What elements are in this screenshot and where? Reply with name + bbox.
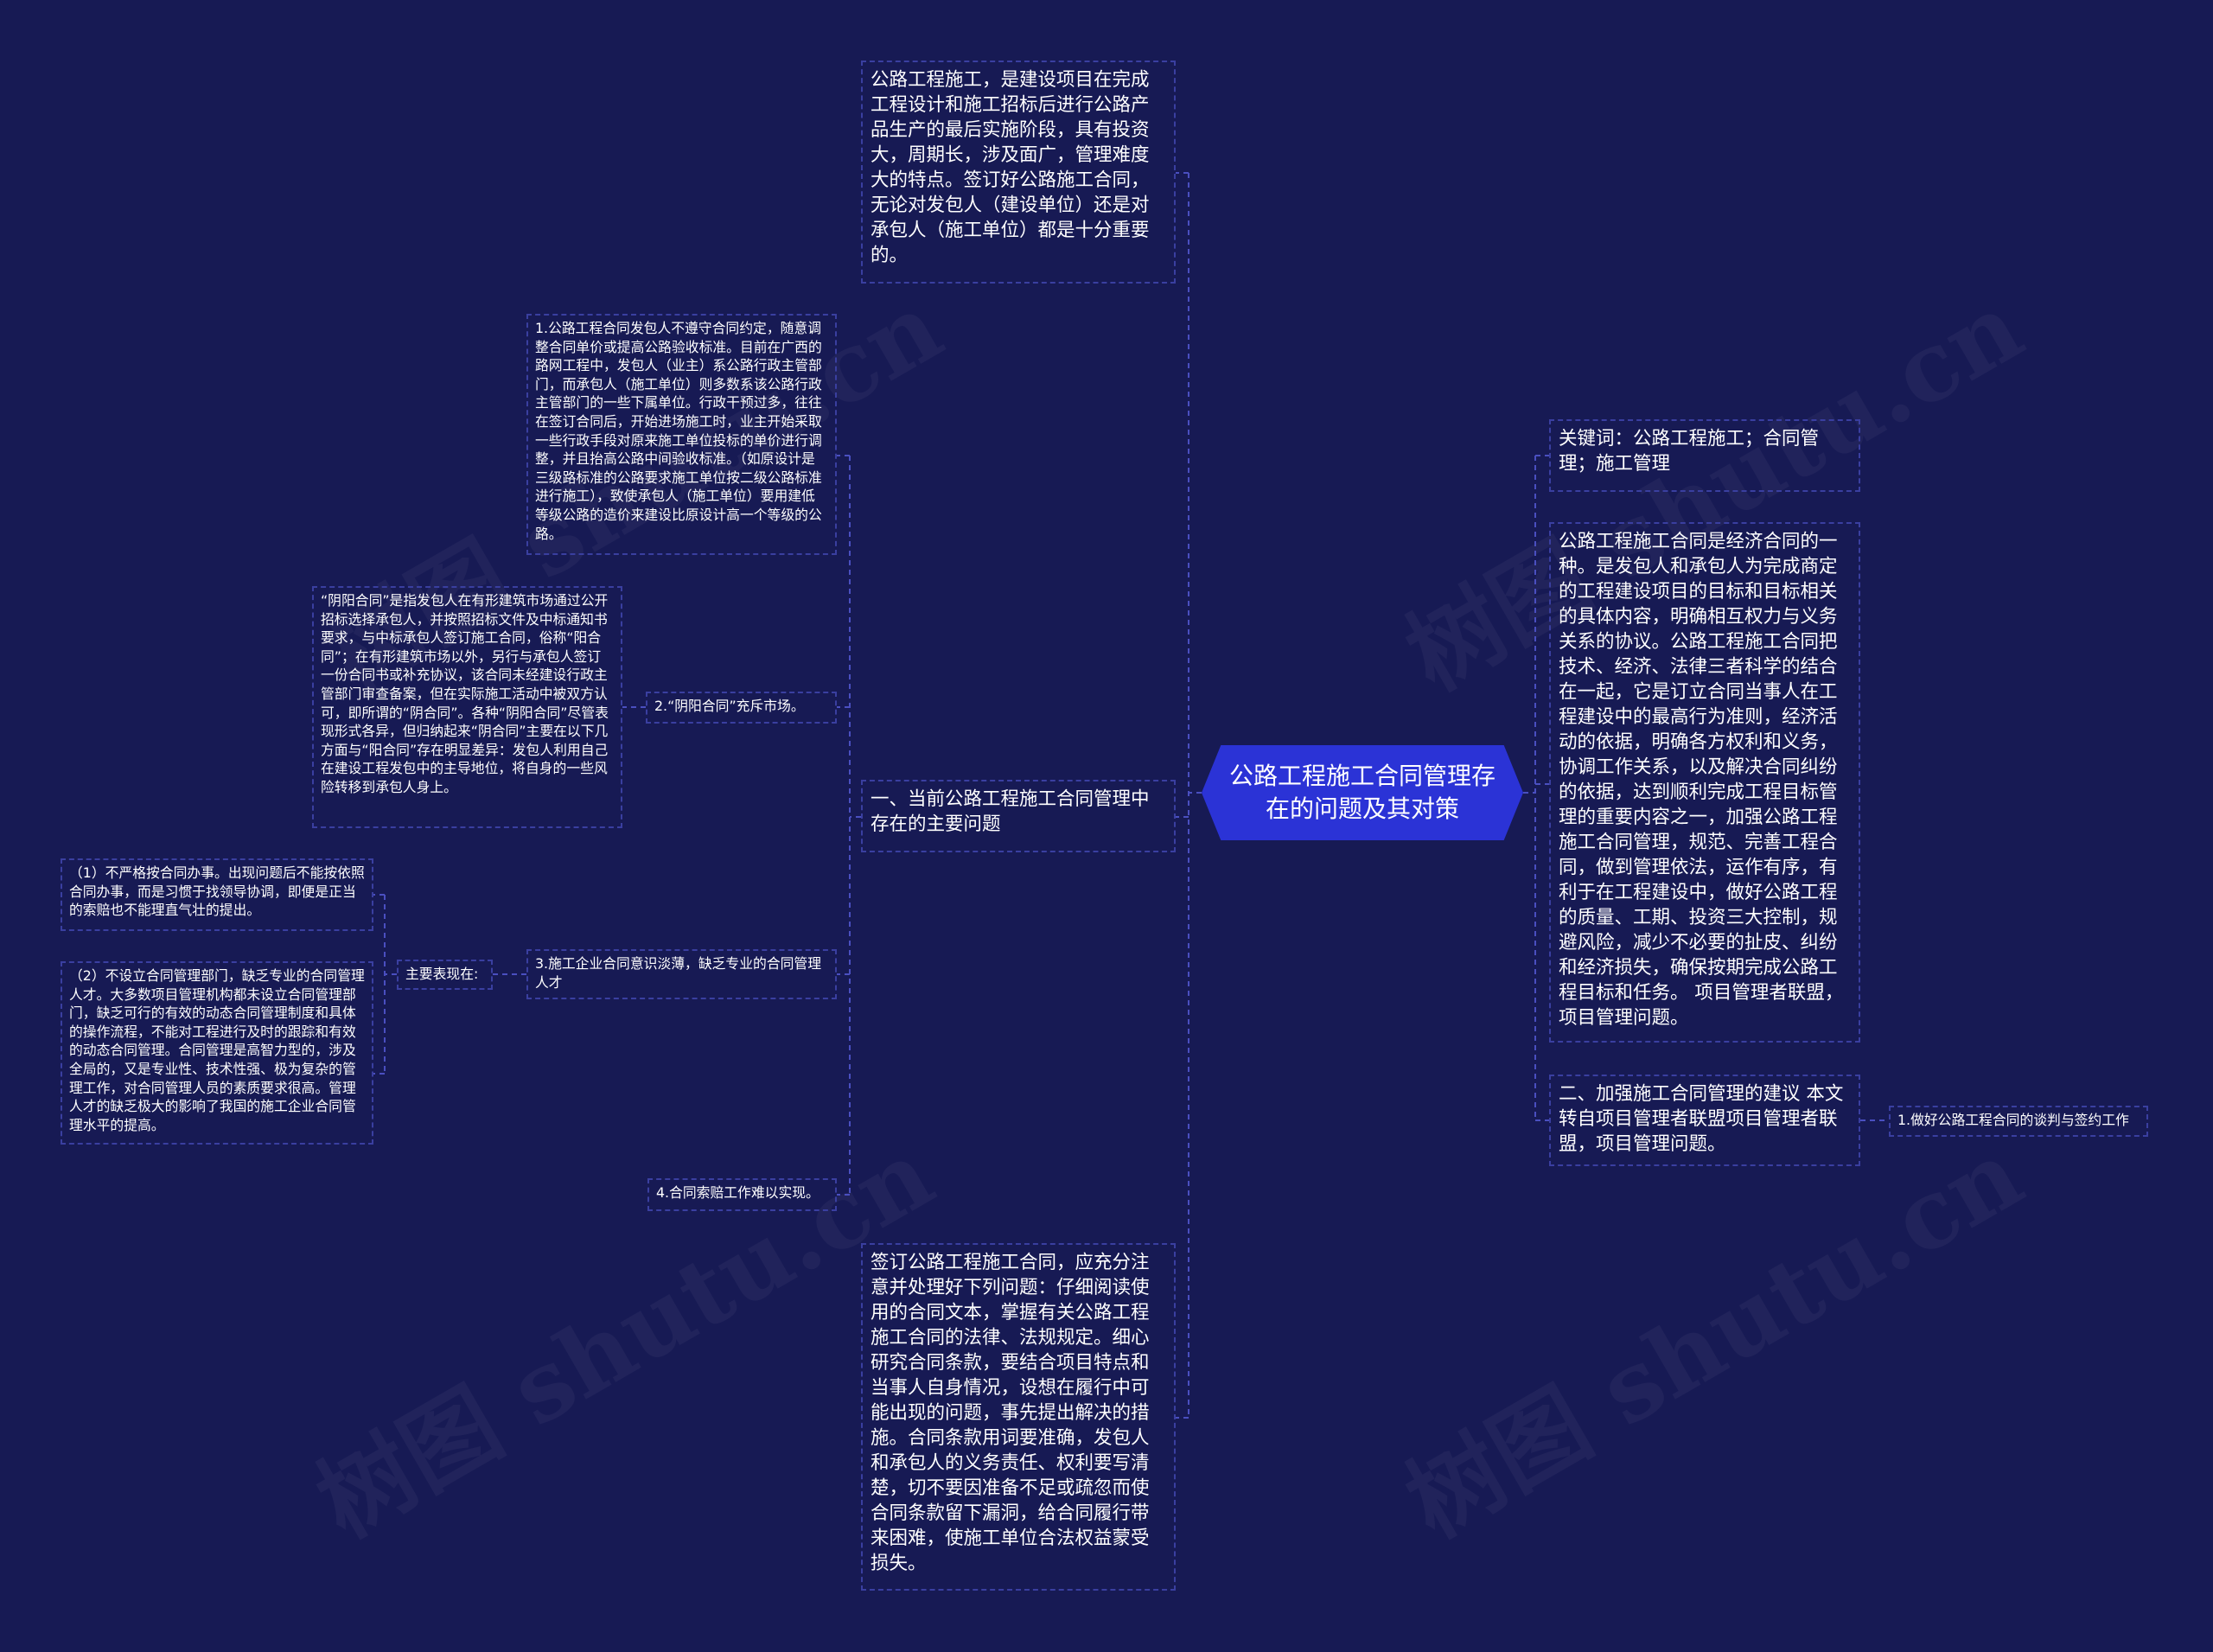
section2-text: 二、加强施工合同管理的建议 本文转自项目管理者联盟项目管理者联盟，项目管理问题。 [1559,1083,1844,1155]
item2-detail-text: “阴阳合同”是指发包人在有形建筑市场通过公开招标选择承包人，并按照招标文件及中标… [321,592,609,795]
item3-label-text: 主要表现在: [405,966,479,982]
item3a-node[interactable]: （1）不严格按合同办事。出现问题后不能按依照合同办事，而是习惯于找领导协调，即便… [61,858,373,931]
item4-node[interactable]: 4.合同索赔工作难以实现。 [647,1178,837,1211]
sign-text: 签订公路工程施工合同，应充分注意并处理好下列问题：仔细阅读使用的合同文本，掌握有… [871,1252,1150,1574]
sign-node[interactable]: 签订公路工程施工合同，应充分注意并处理好下列问题：仔细阅读使用的合同文本，掌握有… [861,1243,1176,1591]
keywords-text: 关键词：公路工程施工；合同管理；施工管理 [1559,428,1820,475]
item2-node[interactable]: 2.“阴阳合同”充斥市场。 [646,692,837,724]
keywords-node[interactable]: 关键词：公路工程施工；合同管理；施工管理 [1549,419,1860,492]
item1-text: 1.公路工程合同发包人不遵守合同约定，随意调整合同单价或提高公路验收标准。目前在… [535,320,822,542]
item2-detail-node[interactable]: “阴阳合同”是指发包人在有形建筑市场通过公开招标选择承包人，并按照招标文件及中标… [312,586,622,828]
section2-node[interactable]: 二、加强施工合同管理的建议 本文转自项目管理者联盟项目管理者联盟，项目管理问题。 [1549,1075,1860,1166]
item3b-node[interactable]: （2）不设立合同管理部门，缺乏专业的合同管理人才。大多数项目管理机构都未设立合同… [61,961,373,1145]
section2-sub-node[interactable]: 1.做好公路工程合同的谈判与签约工作 [1889,1106,2148,1137]
item3b-text: （2）不设立合同管理部门，缺乏专业的合同管理人才。大多数项目管理机构都未设立合同… [69,967,365,1133]
section1-node[interactable]: 一、当前公路工程施工合同管理中存在的主要问题 [861,780,1176,852]
central-topic-label: 公路工程施工合同管理存在的问题及其对策 [1228,762,1496,823]
section1-text: 一、当前公路工程施工合同管理中存在的主要问题 [871,788,1150,835]
intro-node[interactable]: 公路工程施工，是建设项目在完成工程设计和施工招标后进行公路产品生产的最后实施阶段… [861,61,1176,284]
definition-text: 公路工程施工合同是经济合同的一种。是发包人和承包人为完成商定的工程建设项目的目标… [1559,531,1844,1029]
definition-node[interactable]: 公路工程施工合同是经济合同的一种。是发包人和承包人为完成商定的工程建设项目的目标… [1549,522,1860,1043]
intro-text: 公路工程施工，是建设项目在完成工程设计和施工招标后进行公路产品生产的最后实施阶段… [871,69,1150,266]
item3-node[interactable]: 3.施工企业合同意识淡薄，缺乏专业的合同管理人才 [526,949,837,999]
item2-text: 2.“阴阳合同”充斥市场。 [654,698,805,714]
item3-label-node[interactable]: 主要表现在: [397,960,493,990]
section2-sub-text: 1.做好公路工程合同的谈判与签约工作 [1897,1112,2129,1128]
item4-text: 4.合同索赔工作难以实现。 [656,1184,820,1201]
item3a-text: （1）不严格按合同办事。出现问题后不能按依照合同办事，而是习惯于找领导协调，即便… [69,864,365,919]
item3-text: 3.施工企业合同意识淡薄，缺乏专业的合同管理人才 [535,955,822,991]
item1-node[interactable]: 1.公路工程合同发包人不遵守合同约定，随意调整合同单价或提高公路验收标准。目前在… [526,314,837,555]
central-topic[interactable]: 公路工程施工合同管理存在的问题及其对策 [1202,745,1523,840]
